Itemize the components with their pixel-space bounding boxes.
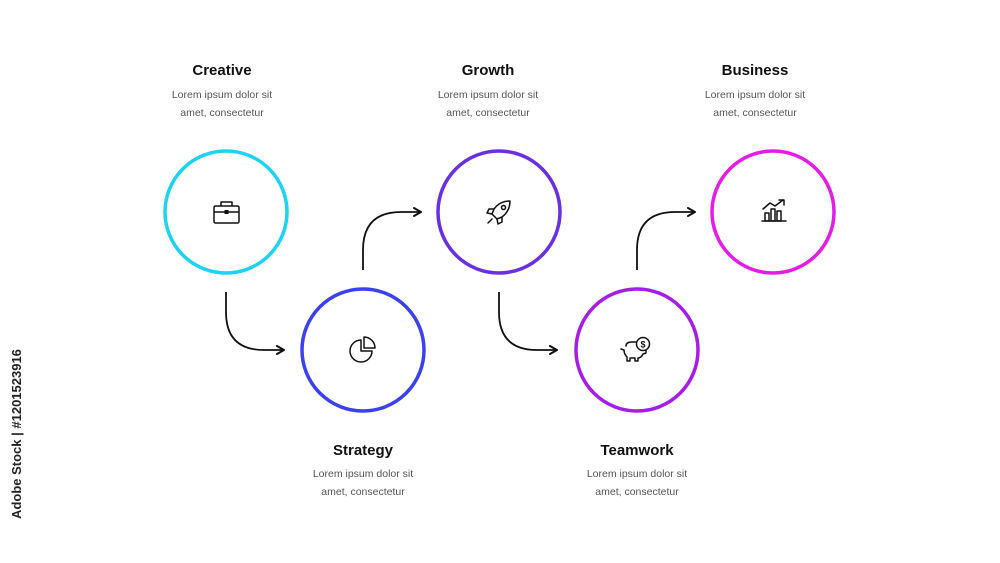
connector-arrow-teamwork-business (636, 207, 696, 270)
step-description-line: amet, consectetur (595, 486, 679, 498)
step-description-line: amet, consectetur (180, 107, 264, 119)
step-description-line: amet, consectetur (321, 486, 405, 498)
piggy-bank-icon: $ (620, 336, 651, 362)
connector-arrow-growth-teamwork (498, 292, 558, 355)
step-description-creative: Lorem ipsum dolor sit amet, consectetur (122, 86, 322, 122)
growth-chart-icon (761, 199, 787, 222)
step-description-line: amet, consectetur (713, 107, 797, 119)
step-title-strategy: Strategy (332, 442, 394, 459)
step-description-line: Lorem ipsum dolor sit (312, 468, 414, 480)
step-circle-teamwork (574, 287, 700, 413)
step-description-teamwork: Lorem ipsum dolor sit amet, consectetur (537, 465, 737, 501)
connector-arrow-strategy-growth (362, 207, 422, 270)
side-label: Adobe Stock | #1201523916 (9, 349, 24, 519)
step-circle-business (710, 149, 836, 275)
svg-text:$: $ (640, 340, 645, 350)
step-description-growth: Lorem ipsum dolor sit amet, consectetur (388, 86, 588, 122)
step-title-business: Business (721, 62, 789, 79)
step-description-line: Lorem ipsum dolor sit (704, 89, 806, 101)
step-description-line: Lorem ipsum dolor sit (437, 89, 539, 101)
step-circle-creative (163, 149, 289, 275)
briefcase-icon (213, 201, 240, 224)
step-description-line: amet, consectetur (446, 107, 530, 119)
step-description-business: Lorem ipsum dolor sit amet, consectetur (655, 86, 855, 122)
step-title-teamwork: Teamwork (600, 442, 674, 459)
step-description-line: Lorem ipsum dolor sit (171, 89, 273, 101)
connector-arrow-creative-strategy (225, 292, 285, 355)
pie-chart-icon (349, 336, 376, 363)
rocket-icon (486, 200, 511, 225)
step-description-strategy: Lorem ipsum dolor sit amet, consectetur (263, 465, 463, 501)
step-description-line: Lorem ipsum dolor sit (586, 468, 688, 480)
step-circle-growth (436, 149, 562, 275)
step-title-growth: Growth (461, 62, 515, 79)
step-circle-strategy (300, 287, 426, 413)
step-title-creative: Creative (192, 62, 252, 79)
